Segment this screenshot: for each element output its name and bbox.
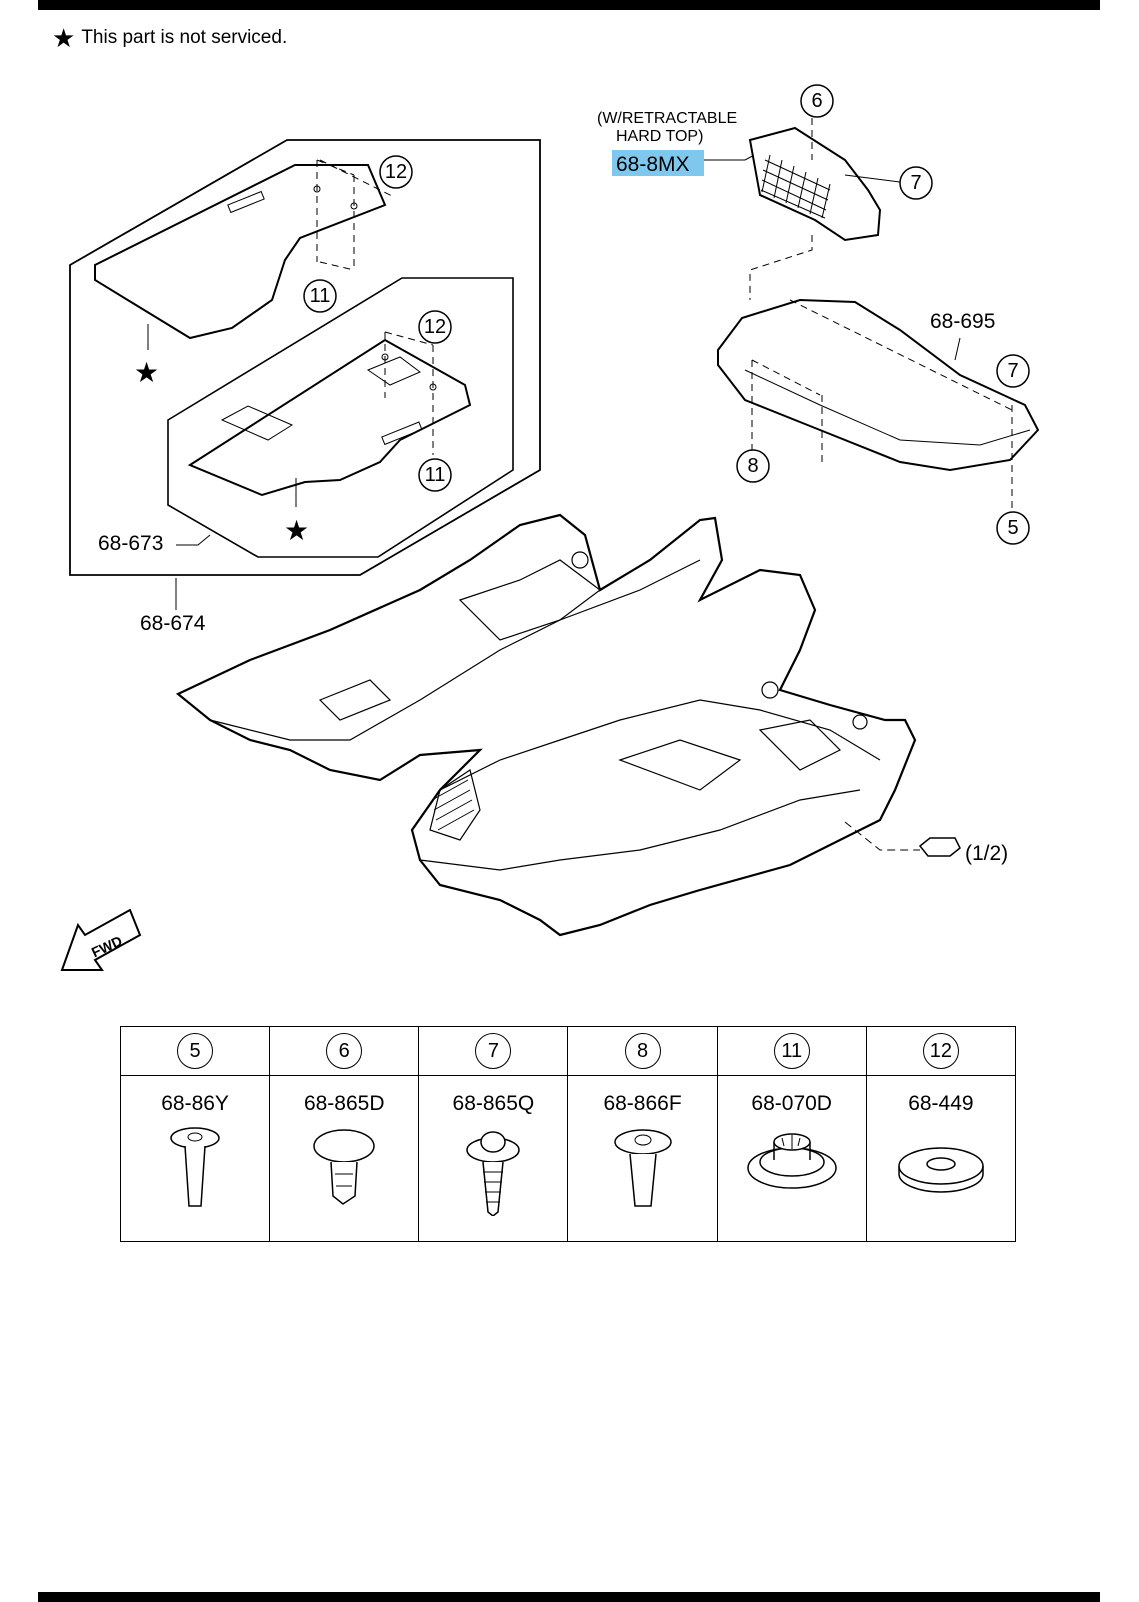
callout-12: 12: [424, 316, 446, 338]
table-cell: 5: [119, 1026, 271, 1076]
part-number: 68-866F: [603, 1092, 682, 1115]
pointing-hand-icon: [918, 837, 961, 857]
group-outline-68-674: [69, 139, 541, 576]
push-pin-clip-icon: [170, 1127, 220, 1207]
table-cell: 68-866F: [567, 1075, 718, 1242]
ref-number: 12: [922, 1033, 959, 1069]
callout-6: 6: [811, 90, 822, 112]
table-cell: 68-070D: [716, 1075, 867, 1242]
part-highlight: [612, 150, 704, 176]
table-cell: 6: [269, 1026, 420, 1076]
upper-floor-mat: [94, 164, 387, 340]
star-marker: ★: [284, 515, 309, 546]
christmas-tree-clip-icon: [466, 1131, 521, 1216]
not-serviced-note: ★ This part is not serviced.: [52, 23, 288, 53]
retractable-note-line2: HARD TOP): [616, 128, 703, 145]
mushroom-clip-icon: [313, 1129, 375, 1205]
ref-number: 11: [773, 1033, 810, 1069]
reference-page-label: (1/2): [965, 842, 1008, 865]
star-marker: ★: [134, 357, 159, 388]
part-number: 68-865D: [303, 1092, 385, 1115]
table-cell: 68-86Y: [119, 1075, 271, 1242]
note-text: This part is not serviced.: [81, 27, 288, 48]
label-68-8MX: 68-8MX: [616, 153, 690, 176]
retractable-note-line1: (W/RETRACTABLE: [597, 110, 737, 127]
part-number: 68-070D: [751, 1092, 832, 1115]
part-number: 68-86Y: [161, 1092, 229, 1115]
ref-number: 5: [177, 1033, 214, 1069]
table-row: 68-86Y 68-865D 68-865Q: [119, 1075, 1017, 1242]
table-cell: 7: [418, 1026, 569, 1076]
callout-11: 11: [310, 285, 331, 307]
push-pin-clip-icon: [613, 1129, 672, 1207]
callout-12: 12: [385, 161, 407, 183]
label-68-673: 68-673: [98, 532, 163, 555]
star-icon: ★: [52, 23, 76, 53]
group-outline-68-673: [167, 277, 514, 558]
fwd-arrow-icon: FWD: [60, 908, 142, 971]
floor-carpet-diagram: ★ ★ 12 11 12 11 68-673 68-674 (W/RETRACT…: [60, 84, 1040, 971]
callout-7: 7: [1007, 360, 1018, 382]
callout-11: 11: [425, 464, 446, 486]
label-68-674: 68-674: [140, 612, 206, 635]
table-cell: 11: [716, 1026, 867, 1076]
callout-5: 5: [1007, 517, 1018, 539]
floor-carpet: [175, 513, 917, 937]
callout-7: 7: [910, 172, 921, 194]
table-cell: 68-865D: [269, 1075, 420, 1242]
ref-number: 6: [326, 1033, 363, 1069]
table-row: 5 6 7 8 11 12: [119, 1026, 1017, 1076]
rear-trim-panel-68-695: [717, 298, 1040, 472]
lower-floor-mat: [187, 338, 472, 497]
label-68-695: 68-695: [930, 310, 995, 333]
ref-number: 7: [475, 1033, 512, 1069]
table-cell: 68-865Q: [418, 1075, 569, 1242]
ref-number: 8: [624, 1033, 661, 1069]
table-cell: 68-449: [865, 1075, 1017, 1242]
grommet-fastener-icon: [746, 1133, 837, 1189]
washer-icon: [898, 1147, 984, 1193]
callout-8: 8: [747, 455, 758, 477]
table-cell: 12: [865, 1026, 1017, 1076]
table-cell: 8: [567, 1026, 718, 1076]
part-number: 68-449: [908, 1092, 974, 1115]
storage-tray-68-8MX: [748, 126, 882, 242]
fastener-parts-table: 5 6 7 8 11 12 68-86Y 68-865D 68-865Q: [119, 1026, 1017, 1242]
part-number: 68-865Q: [452, 1092, 535, 1115]
bottom-border-bar: [38, 1592, 1100, 1602]
top-border-bar: [38, 0, 1100, 10]
